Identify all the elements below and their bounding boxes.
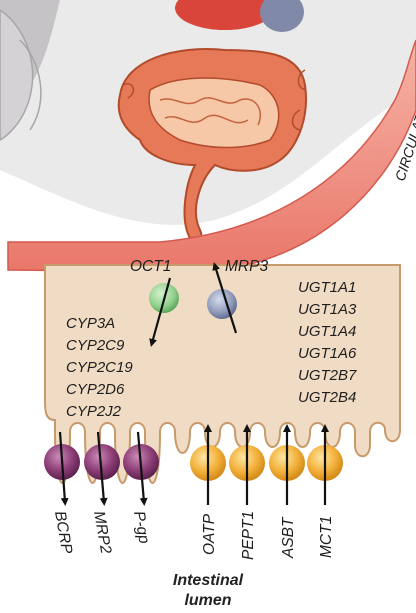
- lumen-label-line2: lumen: [184, 592, 231, 609]
- cyp-enzyme-item: CYP3A: [66, 315, 115, 332]
- asbt-label: ASBT: [280, 516, 297, 559]
- bcrp-label: BCRP: [51, 510, 75, 556]
- cyp-enzyme-item: CYP2C19: [66, 359, 133, 376]
- pgp-label: P-gp: [130, 510, 152, 546]
- ugt-enzyme-item: UGT2B7: [298, 367, 357, 384]
- cyp-enzyme-item: CYP2J2: [66, 403, 122, 420]
- ugt-enzyme-item: UGT1A6: [298, 345, 357, 362]
- ugt-enzyme-item: UGT1A3: [298, 301, 357, 318]
- pept1-label: PEPT1: [240, 511, 257, 560]
- ugt-enzyme-item: UGT1A4: [298, 323, 356, 340]
- ugt-enzyme-item: UGT1A1: [298, 279, 356, 296]
- mrp2-label: MRP2: [90, 510, 114, 556]
- cyp-enzyme-item: CYP2D6: [66, 381, 125, 398]
- oatp-label: OATP: [201, 513, 218, 555]
- ugt-enzyme-item: UGT2B4: [298, 389, 356, 406]
- mct1-label: MCT1: [318, 516, 335, 558]
- oct1-label: OCT1: [130, 258, 171, 275]
- mrp3-label: MRP3: [225, 258, 268, 275]
- mrp3-transporter: [207, 289, 237, 319]
- lumen-label-line1: Intestinal: [173, 572, 244, 589]
- cyp-enzyme-item: CYP2C9: [66, 337, 125, 354]
